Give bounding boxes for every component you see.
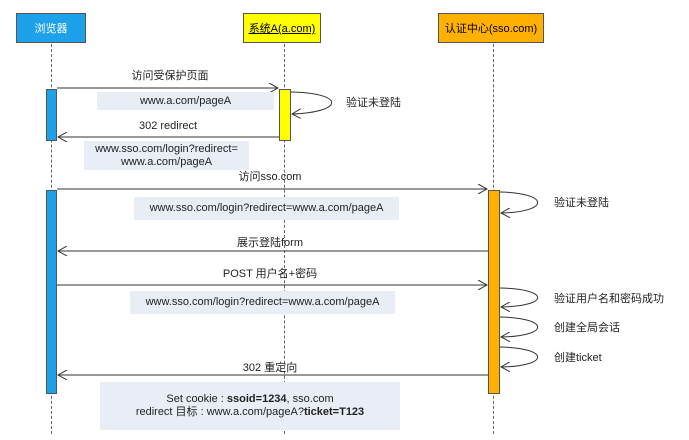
note-n5-ssoid: ssoid=1234	[226, 393, 287, 405]
note-n2: www.sso.com/login?redirect= www.a.com/pa…	[84, 141, 249, 170]
arrow-s3	[500, 287, 538, 307]
activation-system-a	[279, 89, 291, 141]
actor-sso-label: 认证中心(sso.com)	[444, 23, 538, 35]
message-m5-label: POST 用户名+密码	[222, 268, 318, 280]
note-n1-text: www.a.com/pageA	[139, 94, 232, 107]
message-m2-label: 302 redirect	[138, 120, 198, 132]
arrow-s2	[500, 191, 538, 213]
note-n4: www.sso.com/login?redirect=www.a.com/pag…	[130, 291, 395, 314]
self-message-s2-label: 验证未登陆	[554, 197, 609, 209]
actor-sso: 认证中心(sso.com)	[438, 13, 544, 43]
actor-browser-label: 浏览器	[34, 23, 68, 35]
arrow-s5	[500, 346, 538, 367]
arrow-s4	[500, 316, 538, 337]
message-m3-label: 访问sso.com	[238, 171, 302, 183]
self-message-s5-label: 创建ticket	[554, 352, 602, 364]
activation-sso	[488, 190, 500, 394]
note-n5-redirect-prefix: redirect 目标 : www.a.com/pageA?	[135, 406, 304, 418]
note-n5: Set cookie : ssoid=1234, sso.com redirec…	[100, 382, 400, 430]
message-m4-label: 展示登陆form	[237, 237, 303, 249]
activation-browser-2	[46, 190, 57, 394]
self-message-s3-label: 验证用户名和密码成功	[554, 293, 664, 305]
message-m1-label: 访问受保护页面	[131, 70, 209, 82]
note-n5-line2: redirect 目标 : www.a.com/pageA?ticket=T12…	[136, 406, 364, 419]
note-n2-line1: www.sso.com/login?redirect=	[95, 142, 238, 155]
lifeline-system-a	[284, 44, 285, 434]
actor-system-a-label: 系统A(a.com)	[248, 23, 316, 35]
message-m6-label: 302 重定向	[242, 362, 298, 374]
arrow-s1	[291, 91, 333, 114]
note-n5-line1: Set cookie : ssoid=1234, sso.com	[166, 393, 333, 406]
activation-browser-1	[46, 89, 57, 141]
note-n4-text: www.sso.com/login?redirect=www.a.com/pag…	[145, 296, 380, 308]
note-n3: www.sso.com/login?redirect=www.a.com/pag…	[134, 197, 399, 220]
note-n5-cookie-prefix: Set cookie :	[166, 393, 227, 405]
note-n1: www.a.com/pageA	[97, 92, 274, 110]
note-n2-line2: www.a.com/pageA	[120, 155, 213, 168]
self-message-s1-label: 验证未登陆	[346, 97, 401, 109]
actor-system-a: 系统A(a.com)	[243, 13, 321, 43]
note-n5-ticket: ticket=T123	[303, 406, 365, 418]
actor-browser: 浏览器	[16, 13, 86, 43]
note-n3-text: www.sso.com/login?redirect=www.a.com/pag…	[149, 202, 384, 214]
note-n5-cookie-domain: , sso.com	[286, 393, 334, 405]
self-message-s4-label: 创建全局会话	[554, 322, 620, 334]
